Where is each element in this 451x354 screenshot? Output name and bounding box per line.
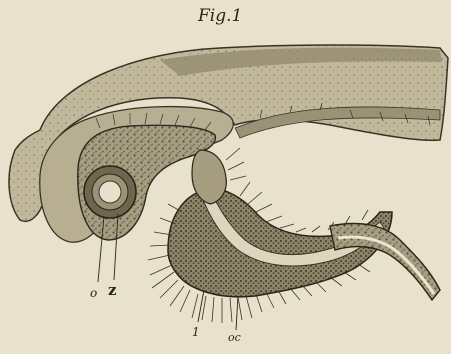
label-o: o xyxy=(90,287,97,299)
figure-title: Fig.1 xyxy=(198,8,242,25)
eye-lens xyxy=(99,181,121,203)
label-1: 1 xyxy=(192,326,200,338)
label-oc: oc xyxy=(228,332,241,343)
label-z: z xyxy=(108,283,117,298)
